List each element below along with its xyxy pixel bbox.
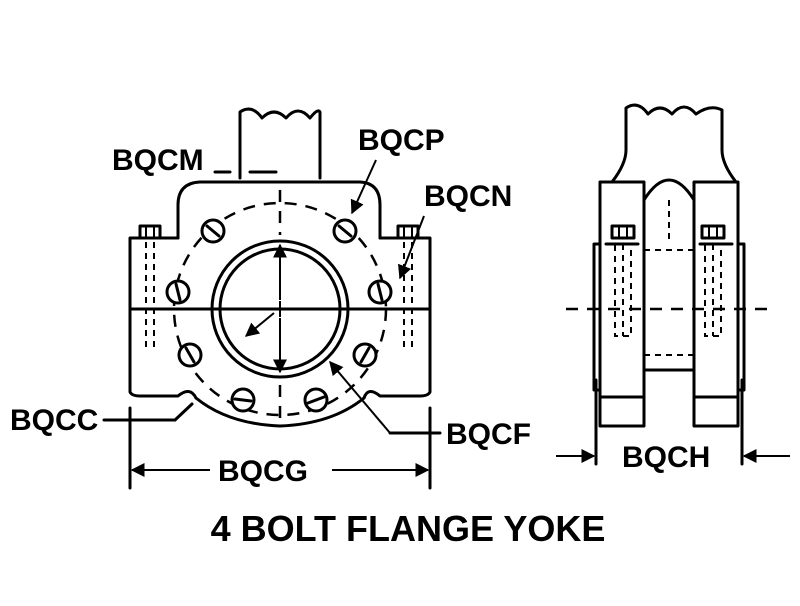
label-bqcp: BQCP — [358, 124, 445, 157]
label-bqcc: BQCC — [10, 404, 98, 437]
front-left-ear — [128, 236, 198, 400]
front-right-ear — [362, 236, 432, 400]
side-left-capscrew — [610, 224, 636, 240]
front-shaft-stub — [238, 107, 322, 180]
label-bqcm: BQCM — [112, 144, 204, 177]
front-flange-bottom — [194, 396, 366, 428]
label-bqcf: BQCF — [446, 418, 531, 451]
flange-bolts — [165, 218, 393, 413]
label-bqch: BQCH — [622, 441, 710, 474]
bolt-circle — [172, 201, 388, 417]
side-right-capscrew — [700, 224, 726, 240]
side-slot — [642, 178, 696, 202]
front-yoke-outline — [176, 180, 382, 240]
side-left-tine — [598, 180, 646, 428]
side-right-tine — [692, 180, 740, 428]
side-flange — [592, 242, 746, 392]
front-left-capscrew — [138, 224, 162, 240]
side-view — [556, 103, 790, 466]
diagram-title: 4 BOLT FLANGE YOKE — [211, 508, 606, 549]
side-shaft-stub — [610, 103, 738, 184]
label-bqcn: BQCN — [424, 180, 512, 213]
label-bqcg: BQCG — [218, 455, 308, 488]
front-right-capscrew — [396, 224, 420, 240]
front-view — [102, 107, 442, 490]
